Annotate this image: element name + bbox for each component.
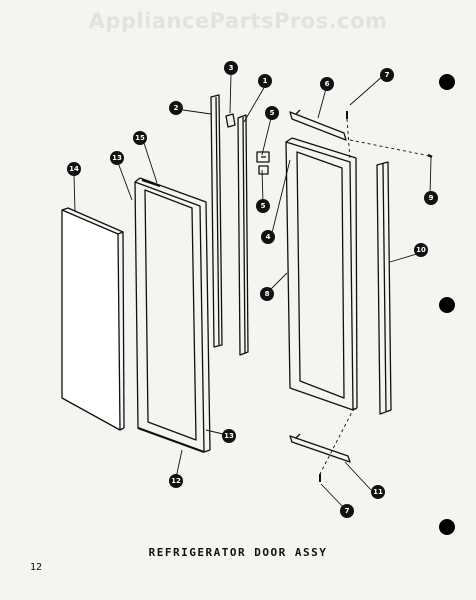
page-number: 12 [30,562,43,573]
svg-text:5: 5 [270,109,275,117]
part-bottom-bracket [289,433,351,463]
part-strip-vertical [210,94,236,348]
leader-lines [73,73,432,509]
callout-12: 12 [169,474,183,488]
svg-text:8: 8 [265,290,270,298]
callout-1: 1 [258,74,272,88]
binder-hole-bottom [439,519,455,535]
binder-hole-middle [439,297,455,313]
svg-text:12: 12 [171,477,181,485]
diagram-title: REFRIGERATOR DOOR ASSY [148,546,328,559]
part-outer-panel [61,207,125,431]
part-trim-strip [376,161,392,415]
svg-text:15: 15 [135,134,145,142]
callout-7-top: 7 [380,68,394,82]
svg-text:7: 7 [345,507,350,515]
callout-2: 2 [169,101,183,115]
part-top-bracket [289,109,347,141]
part-door-frame [134,177,211,454]
callout-9: 9 [424,191,438,205]
binder-hole-top [439,74,455,90]
svg-text:1: 1 [263,77,268,85]
svg-text:9: 9 [429,194,434,202]
callout-7-bottom: 7 [340,504,354,518]
svg-text:5: 5 [261,202,266,210]
svg-text:6: 6 [325,80,330,88]
callouts: 14 13 15 2 3 1 5 5 4 6 7 9 10 8 13 12 11… [67,61,438,518]
callout-5-top: 5 [265,106,279,120]
callout-13-top: 13 [110,151,124,165]
callout-4: 4 [261,230,275,244]
svg-text:11: 11 [373,488,383,496]
svg-text:2: 2 [174,104,179,112]
callout-15: 15 [133,131,147,145]
svg-text:13: 13 [224,432,234,440]
svg-text:4: 4 [266,233,271,241]
watermark: AppliancePartsPros.com [88,9,388,33]
callout-6: 6 [320,77,334,91]
callout-10: 10 [414,243,428,257]
callout-14: 14 [67,162,81,176]
svg-text:3: 3 [229,64,234,72]
callout-13-bottom: 13 [222,429,236,443]
part-channel-strip [237,114,249,356]
part-hinge [256,151,270,175]
svg-text:7: 7 [385,71,390,79]
callout-11: 11 [371,485,385,499]
svg-text:10: 10 [416,246,426,254]
callout-8: 8 [260,287,274,301]
svg-text:13: 13 [112,154,122,162]
svg-text:14: 14 [69,165,79,173]
part-inner-frame [285,137,358,411]
callout-5-bottom: 5 [256,199,270,213]
callout-3: 3 [224,61,238,75]
